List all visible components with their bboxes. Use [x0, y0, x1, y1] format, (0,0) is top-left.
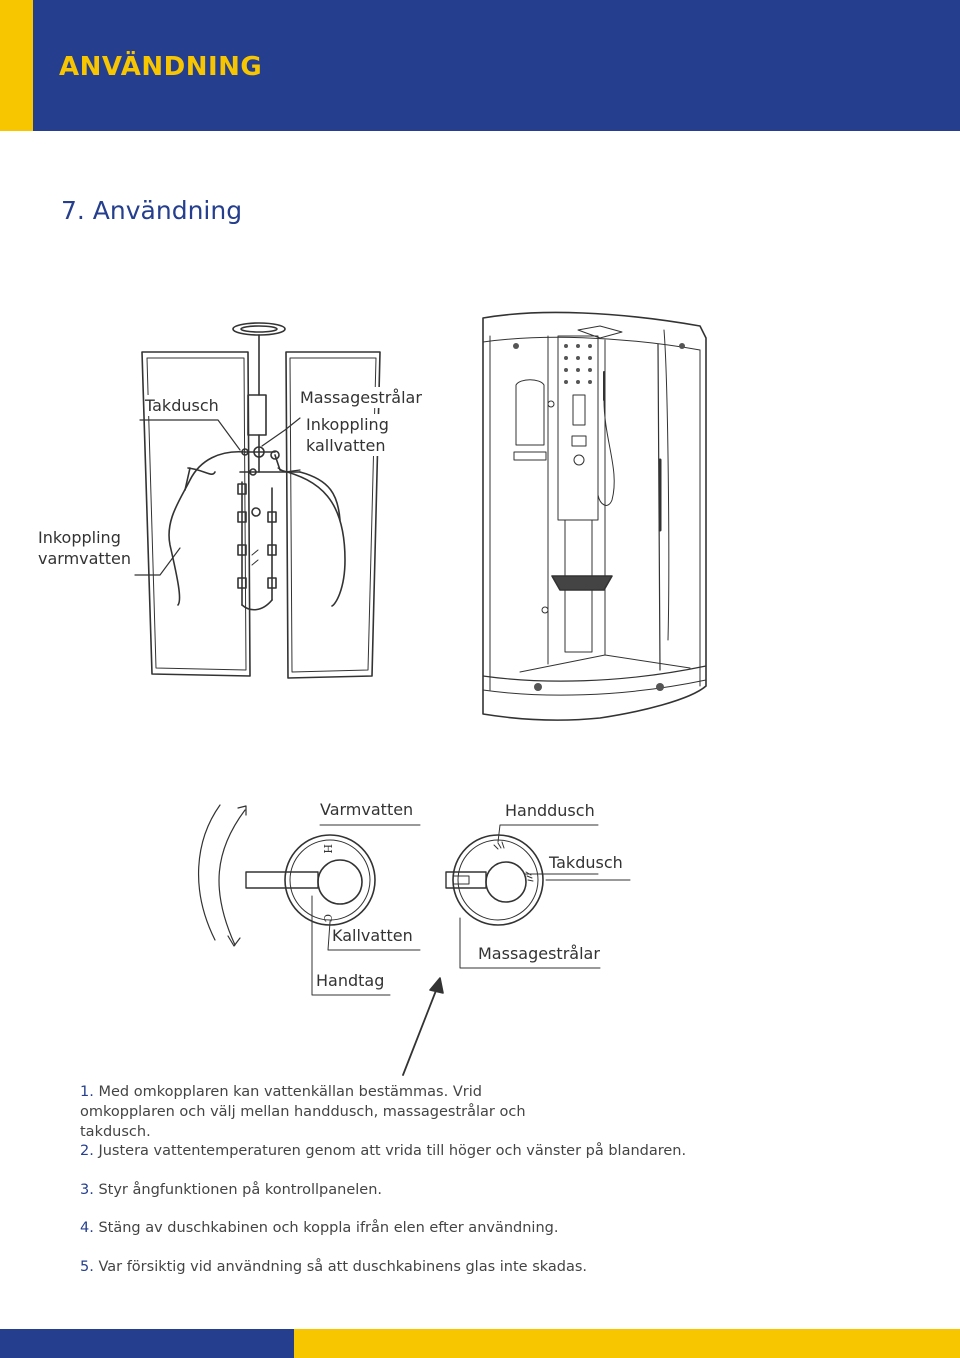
hot-mark: H: [321, 844, 334, 854]
instruction-5: 5. Var försiktig vid användning så att d…: [80, 1259, 588, 1275]
instruction-2: 2. Justera vattentemperaturen genom att …: [80, 1143, 687, 1159]
cabin-perspective-view: [482, 311, 707, 721]
label-takdusch-mixer: Takdusch: [549, 853, 623, 872]
label-massagestralar-mixer: Massagestrålar: [478, 944, 600, 963]
footer-yellow-bar: [294, 1329, 960, 1358]
header-accent-bar: [0, 0, 33, 131]
header-title: ANVÄNDNING: [59, 52, 263, 82]
label-takdusch-back: Takdusch: [145, 395, 219, 416]
label-handtag: Handtag: [316, 971, 385, 990]
label-massagestralar-back: Massagestrålar: [300, 387, 422, 408]
label-inkoppling-kallvatten: Inkoppling kallvatten: [306, 414, 389, 456]
section-title: 7. Användning: [61, 196, 243, 225]
footer-blue-bar: [0, 1329, 294, 1358]
instruction-3: 3. Styr ångfunktionen på kontrollpanelen…: [80, 1182, 382, 1198]
instruction-1: 1. Med omkopplaren kan vattenkällan best…: [80, 1084, 526, 1140]
cabin-back-view: [134, 322, 381, 679]
page-header: ANVÄNDNING: [0, 0, 960, 131]
label-kallvatten: Kallvatten: [332, 926, 413, 945]
cold-mark: C: [321, 914, 334, 922]
instruction-4: 4. Stäng av duschkabinen och koppla ifrå…: [80, 1220, 559, 1236]
label-handdusch: Handdusch: [505, 801, 595, 820]
diagrams-illustration: H C: [134, 311, 707, 1076]
label-inkoppling-varmvatten: Inkoppling varmvatten: [38, 527, 131, 569]
label-varmvatten: Varmvatten: [320, 800, 414, 819]
mixer-diagram: [197, 804, 631, 1076]
